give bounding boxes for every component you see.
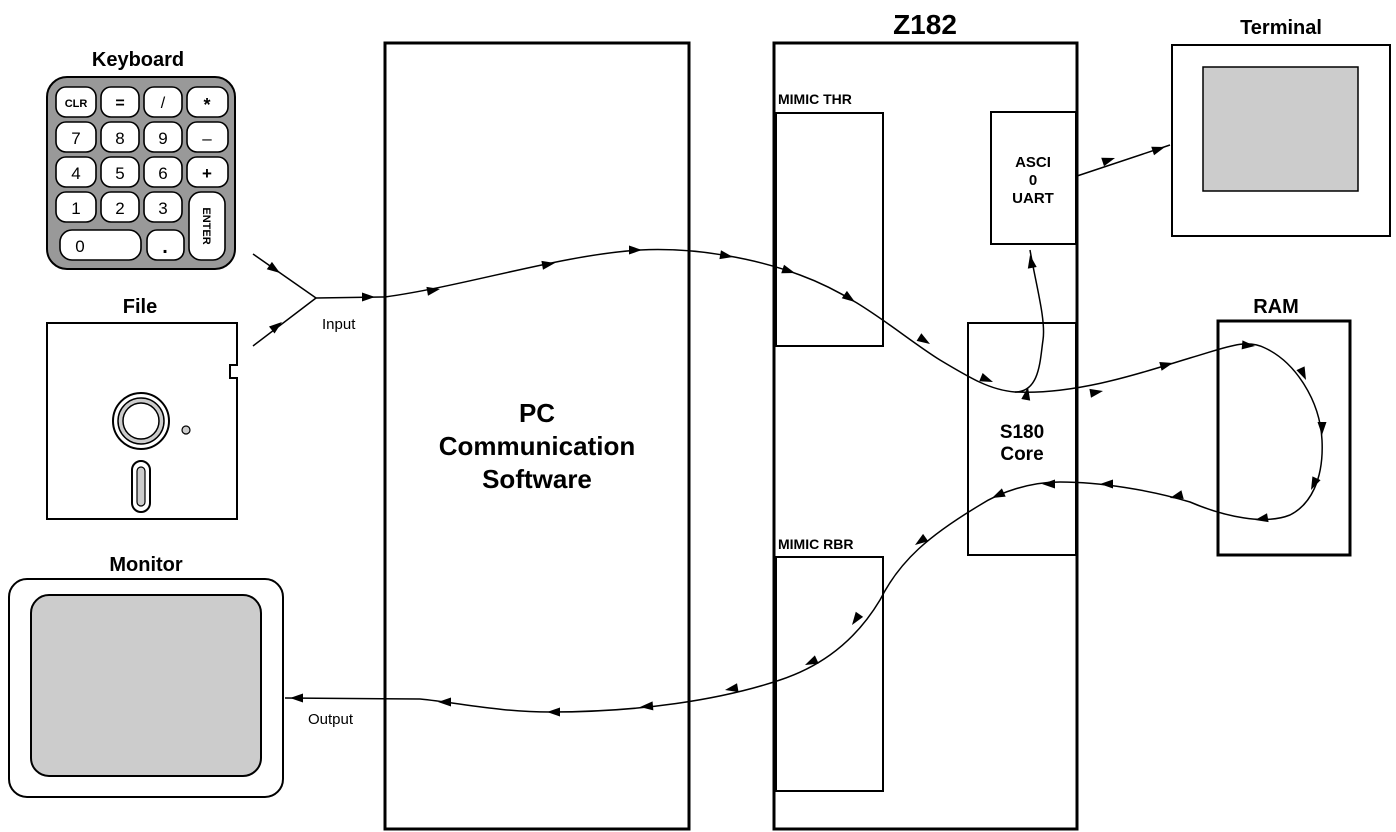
key-4-label: 4 [71, 164, 80, 183]
key-1-label: 1 [71, 199, 80, 218]
keyboard-icon: CLR = / * 7 8 9 – 4 5 6 + 1 2 3 ENTER [47, 77, 235, 269]
monitor-screen [31, 595, 261, 776]
key-2-label: 2 [115, 199, 124, 218]
monitor-title: Monitor [109, 554, 183, 576]
output-label: Output [308, 711, 354, 728]
key-6-label: 6 [158, 164, 167, 183]
flow-arrowhead [1089, 387, 1103, 398]
key-5-label: 5 [115, 164, 124, 183]
floppy-hub-inner [123, 403, 159, 439]
flow-arrowhead [267, 262, 283, 277]
floppy-index-hole [182, 426, 190, 434]
terminal-icon [1172, 45, 1390, 236]
key-minus-label: – [202, 129, 212, 148]
mimic-thr-label: MIMIC THR [778, 91, 852, 107]
file-title: File [123, 296, 157, 318]
asci-uart-label-line3: UART [1012, 190, 1054, 207]
flow-arrowhead [1159, 359, 1174, 371]
key-slash-label: / [161, 95, 166, 112]
ram-box [1218, 321, 1350, 555]
key-0-label: 0 [75, 237, 84, 256]
terminal-screen [1203, 67, 1358, 191]
key-7-label: 7 [71, 129, 80, 148]
flow-arrowhead [1100, 480, 1113, 489]
ram-title: RAM [1253, 296, 1299, 318]
terminal-title: Terminal [1240, 17, 1322, 39]
monitor-icon [9, 579, 283, 797]
input-label: Input [322, 316, 356, 333]
flow-arrowhead [290, 694, 303, 703]
key-enter-label: ENTER [200, 207, 212, 244]
mimic-thr-box [776, 113, 883, 346]
mimic-rbr-box [776, 557, 883, 791]
pc-software-label-line3: Software [482, 464, 592, 494]
keyboard-title: Keyboard [92, 49, 184, 71]
key-9-label: 9 [158, 129, 167, 148]
s180-core-label-line1: S180 [1000, 422, 1044, 443]
floppy-read-slot-inner [137, 467, 145, 506]
key-3-label: 3 [158, 199, 167, 218]
asci-uart-label-line2: 0 [1029, 172, 1037, 189]
key-plus-label: + [202, 164, 212, 183]
flow-arrowhead [362, 293, 375, 302]
key-clr-label: CLR [65, 98, 88, 110]
floppy-disk-icon [47, 323, 237, 519]
key-8-label: 8 [115, 129, 124, 148]
flow-arrowhead [1151, 143, 1166, 156]
key-dot-label: . [162, 236, 168, 258]
key-0 [60, 230, 141, 260]
keyboard-input-line [253, 254, 316, 298]
s180-core-label-line2: Core [1000, 444, 1043, 465]
file-input-line [253, 298, 316, 346]
pc-software-label-line1: PC [519, 398, 555, 428]
key-equals-label: = [115, 95, 124, 112]
key-star-label: * [203, 95, 210, 115]
asci-uart-label-line1: ASCI [1015, 154, 1051, 171]
z182-title: Z182 [893, 9, 957, 40]
pc-software-label-line2: Communication [439, 431, 635, 461]
mimic-rbr-label: MIMIC RBR [778, 536, 853, 552]
